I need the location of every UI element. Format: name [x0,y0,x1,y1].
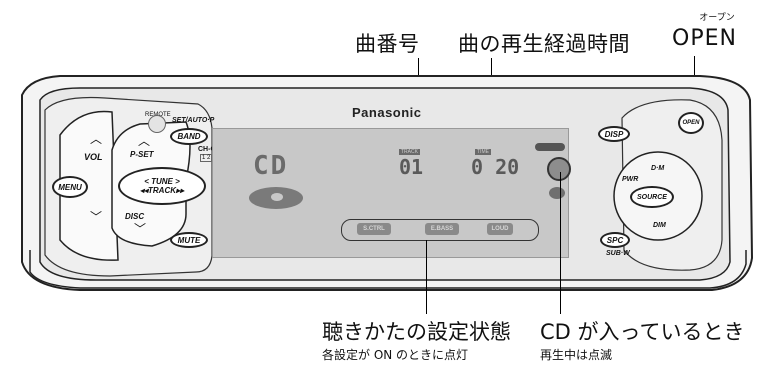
spc-button[interactable]: SPC [600,232,630,248]
cd-leader-line [560,172,561,314]
vol-label: VOL [84,152,103,162]
elapsed-time-callout: 曲の再生経過時間 [458,32,630,56]
sound-settings-note: 各設定が ON のときに点灯 [322,348,469,362]
track-caption: TRACK [399,149,420,155]
track-number-value: 01 [399,155,424,179]
dm-label: D·M [651,165,665,172]
brand-logo: Panasonic [352,105,422,120]
cd-in-indicator-icon [547,157,571,181]
open-button[interactable]: OPEN [678,112,704,134]
settings-leader-line [426,240,427,314]
track-number-callout: 曲番号 [355,32,420,56]
cd-inserted-callout: CD が入っているとき [540,320,745,344]
remote-sensor [148,115,166,133]
band-button[interactable]: BAND [170,128,208,145]
menu-button[interactable]: MENU [52,176,88,198]
disc-label: DISC [125,212,145,221]
sound-settings-callout: 聴きかたの設定状態 [322,320,511,344]
time-caption: TIME [475,149,491,155]
track-label: ◂◂TRACK▸▸ [139,186,185,195]
vol-up-chevron-icon[interactable]: ︿ [90,132,103,146]
set-autop-label: SET/AUTO·P [172,117,215,124]
disc-down-icon[interactable]: ﹀ [134,222,147,236]
lcd-cd-text: CD [253,151,289,181]
elapsed-time-value: 0 20 [471,155,520,179]
mute-button[interactable]: MUTE [170,232,208,248]
indicator-sctrl: S.CTRL [357,223,391,235]
open-ruby: オープン [699,13,735,23]
chc-label: CH-C [198,146,216,153]
disp-button[interactable]: DISP [598,126,630,142]
indicator-frame [341,219,539,241]
cd-sub-icon [549,187,565,199]
disc-hole-icon [271,193,283,201]
lcd-display: CD TRACK 01 TIME 0 20 S.CTRL E.BASS LOUD [212,128,571,258]
open-callout: OPEN [672,26,737,51]
pset-label: P-SET [130,150,154,159]
tune-track-button[interactable]: < TUNE > ◂◂TRACK▸▸ [118,167,206,205]
indicator-ebass: E.BASS [425,223,459,235]
tune-label: < TUNE > [144,177,180,186]
indicator-loud: LOUD [487,223,513,235]
vol-down-chevron-icon[interactable]: ﹀ [90,210,103,224]
source-button[interactable]: SOURCE [630,186,674,208]
subw-label: SUB·W [606,250,630,257]
pwr-label: PWR [622,176,639,183]
pset-up-icon[interactable]: ︿ [138,134,151,148]
cd-inserted-note: 再生中は点滅 [540,348,613,362]
dim-label: DIM [653,222,666,229]
cd-status-bar [535,143,565,151]
chc-indicator: 1 2 [200,154,213,162]
